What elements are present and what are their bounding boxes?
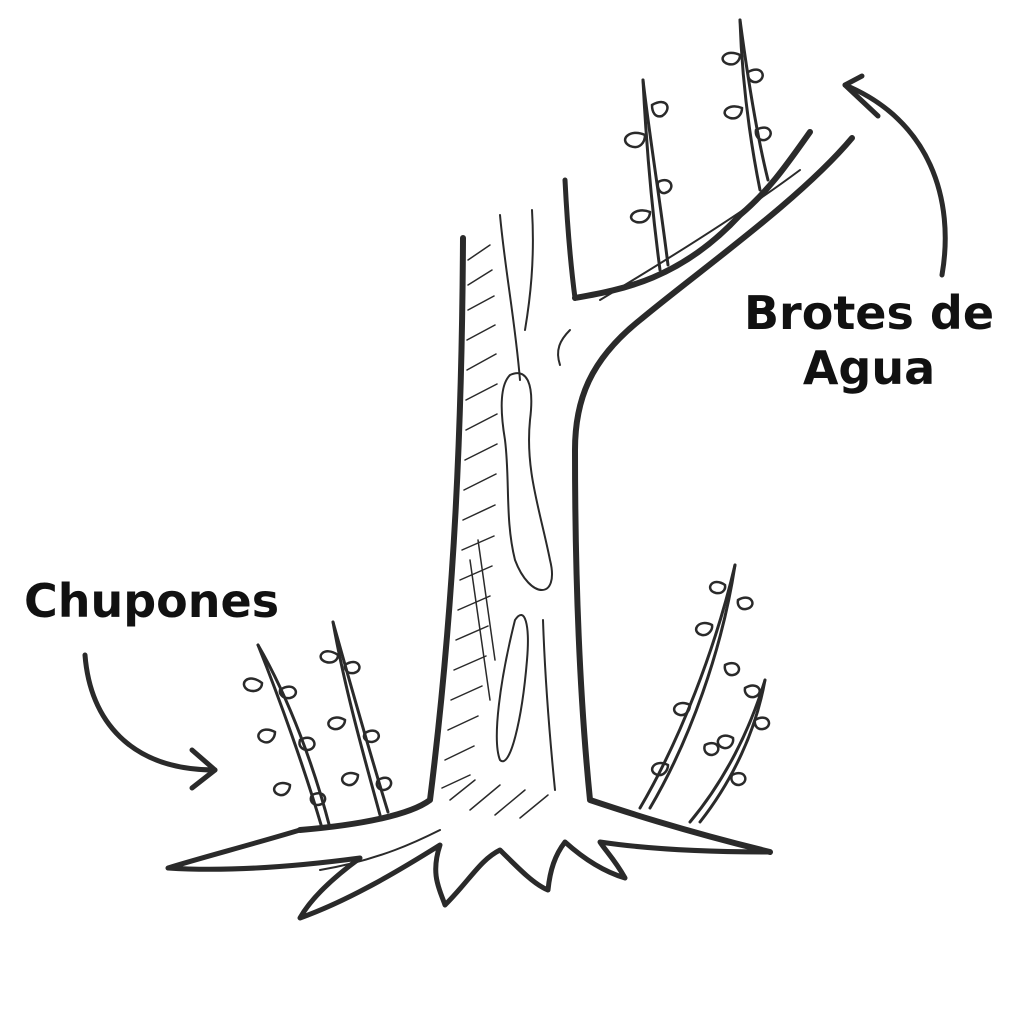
suckers-label: Chupones (24, 574, 280, 628)
suckers-left (242, 620, 393, 830)
water-sprouts (623, 18, 772, 272)
water-sprouts-label: Brotes de Agua (738, 286, 1000, 396)
tree-trunk (297, 129, 855, 855)
arrow-to-water-sprouts (842, 73, 948, 278)
arrow-to-suckers (82, 652, 218, 791)
suckers-right (638, 563, 771, 824)
water-sprouts-label-line1: Brotes de (743, 286, 995, 340)
water-sprouts-label-line2: Agua (802, 341, 936, 396)
trunk-hatching (441, 244, 549, 819)
tree-roots (165, 827, 773, 921)
